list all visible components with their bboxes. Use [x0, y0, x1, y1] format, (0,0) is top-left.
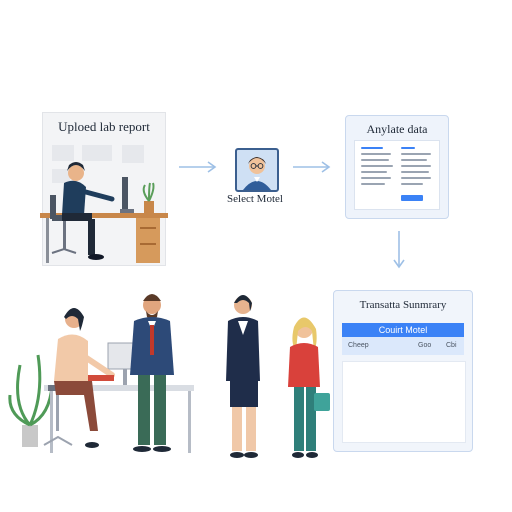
select-model-card[interactable] — [235, 148, 279, 192]
upload-scene — [40, 145, 168, 263]
summary-body — [342, 361, 466, 443]
analyze-title: Anylate data — [366, 122, 428, 136]
analyze-document — [354, 140, 440, 210]
table-cell: Cbi — [446, 342, 457, 349]
analyze-button[interactable] — [401, 195, 423, 201]
arrow-right-icon — [293, 161, 331, 173]
avatar-icon — [243, 157, 271, 190]
arrow-right-icon — [179, 161, 217, 173]
summary-title: Transatta Sunmrary — [359, 299, 447, 311]
table-row[interactable]: Cheep Goo Cbi — [342, 337, 464, 355]
summary-panel: Transatta Sunmrary Couirt Motel Cheep Go… — [333, 290, 473, 452]
table-cell: Cheep — [348, 342, 369, 349]
select-model-caption: Select Motel — [227, 193, 283, 205]
meeting-scene — [8, 294, 330, 458]
summary-table: Couirt Motel Cheep Goo Cbi — [342, 323, 464, 359]
summary-table-header: Couirt Motel — [342, 323, 464, 337]
table-cell: Goo — [418, 342, 432, 349]
upload-board: Uploed lab report — [42, 112, 166, 266]
upload-title: Uploed lab report — [58, 119, 150, 134]
analyze-panel: Anylate data — [345, 115, 449, 219]
arrow-down-icon — [393, 231, 405, 269]
